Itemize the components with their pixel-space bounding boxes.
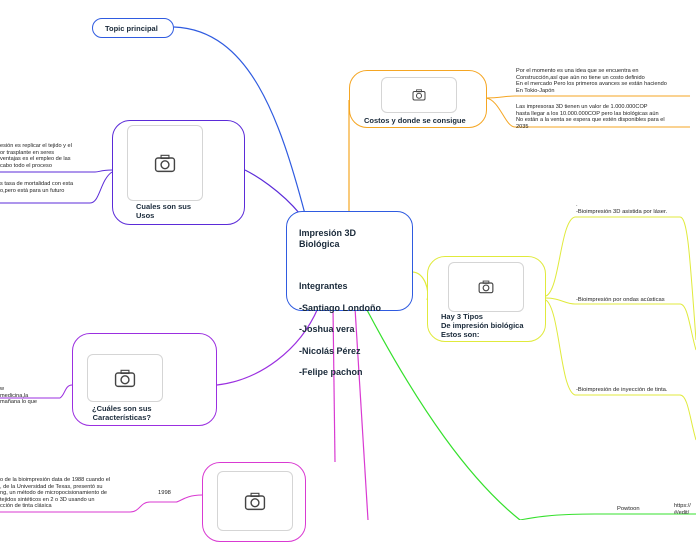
- camera-icon: [154, 154, 176, 172]
- connector-tipos: [411, 271, 429, 301]
- camera-icon: [478, 280, 494, 294]
- connector-costos-note2: [485, 97, 690, 128]
- usos-label: Cuales son sus Usos: [136, 202, 192, 220]
- powtoon-url[interactable]: https:// #/edit/: [674, 503, 691, 516]
- tipos-image: [448, 262, 524, 312]
- camera-icon: [412, 89, 426, 101]
- central-text: Impresión 3D Biológica Integrantes -Sant…: [299, 217, 381, 389]
- connector-usos-note2: [0, 171, 113, 204]
- powtoon-label: Powtoon: [617, 506, 640, 512]
- tipo-2-acusticas: -Bioimpresión por ondas acústicas: [576, 297, 665, 303]
- tipo-1-laser: -Bioimpresión 3D asistida por láser.: [576, 209, 668, 215]
- caracteristicas-image: [87, 354, 163, 402]
- tipos-label: Hay 3 Tipos De impresión biológica Estos…: [441, 312, 524, 339]
- connector-usos-note1: [0, 169, 113, 173]
- costos-image: [381, 77, 457, 113]
- members-heading: Integrantes: [299, 280, 348, 291]
- historia-node[interactable]: [202, 462, 306, 542]
- connector-tipos-2: [545, 297, 696, 351]
- connector-powtoon: [366, 309, 521, 520]
- connector-caracteristicas-note: [0, 384, 73, 399]
- camera-icon: [244, 492, 266, 510]
- topic-principal-label: Topic principal: [105, 24, 158, 33]
- connector-historia-year: [0, 494, 203, 513]
- costos-node[interactable]: Costos y donde se consigue: [349, 70, 487, 128]
- connector-historia: [332, 307, 336, 463]
- historia-image: [217, 471, 293, 531]
- connector-tipos-1: [545, 216, 696, 341]
- camera-icon: [114, 369, 136, 387]
- connector-powtoon-left: [519, 513, 596, 520]
- connector-caracteristicas: [216, 307, 319, 386]
- costos-note-2: Las impresoras 3D tienen un valor de 1.0…: [516, 104, 665, 130]
- usos-note-2: s tasa de mortalidad con esta o,pero est…: [0, 181, 74, 194]
- member-3: -Nicolás Pérez: [299, 345, 361, 356]
- connector-historia-2: [354, 307, 369, 520]
- caracteristicas-node[interactable]: ¿Cuáles son sus Características?: [72, 333, 217, 426]
- costos-note-1: Por el momento es una idea que se encuen…: [516, 68, 667, 94]
- member-1: -Santiago Londoño: [299, 302, 381, 313]
- costos-label: Costos y donde se consigue: [364, 116, 466, 125]
- connector-tipos-3: [545, 299, 696, 441]
- tipo-3-inyeccion: -Bioimpresión de inyección de tinta.: [576, 387, 668, 393]
- usos-node[interactable]: Cuales son sus Usos: [112, 120, 245, 225]
- tipos-node[interactable]: Hay 3 Tipos De impresión biológica Estos…: [427, 256, 546, 342]
- usos-note-1: esión es replicar el tejido y el or tras…: [0, 143, 72, 169]
- caracteristicas-label: ¿Cuáles son sus Características?: [92, 404, 152, 422]
- central-title: Impresión 3D Biológica: [299, 227, 357, 249]
- mindmap-connectors: [0, 26, 696, 520]
- historia-year: 1998: [158, 490, 171, 496]
- member-4: -Felipe pachon: [299, 367, 363, 378]
- caracteristicas-note: w medicina,la mañana lo que: [0, 386, 38, 406]
- tipos-dot: .: [576, 202, 578, 208]
- member-2: -Joshua vera: [299, 324, 355, 335]
- connector-topic-principal: [173, 26, 306, 215]
- connector-usos: [244, 169, 301, 215]
- topic-principal-node[interactable]: Topic principal: [92, 18, 174, 38]
- connector-costos-note1: [485, 95, 690, 99]
- historia-note: o de la bioimpresión data de 1988 cuando…: [0, 477, 111, 510]
- usos-image: [127, 125, 203, 201]
- central-node[interactable]: [286, 211, 413, 311]
